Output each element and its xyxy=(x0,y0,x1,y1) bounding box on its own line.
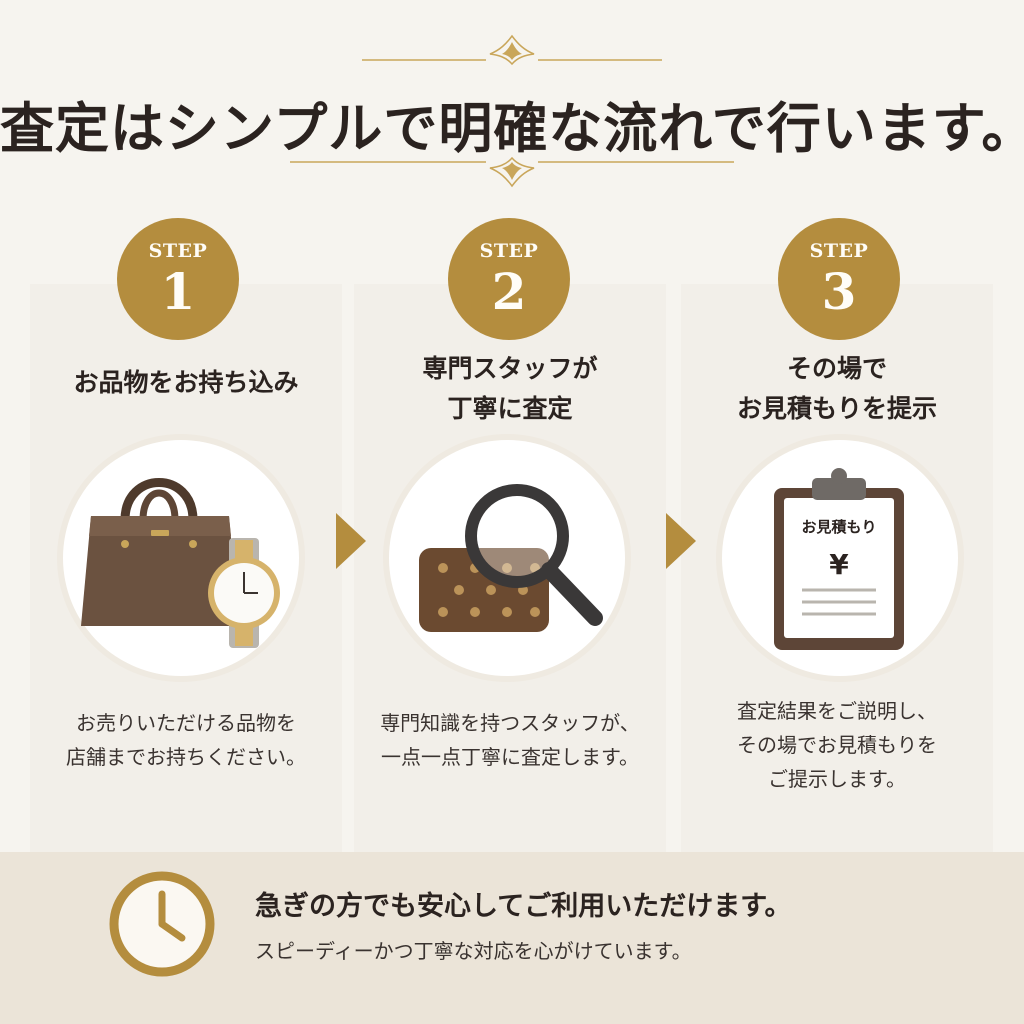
step-2-title-line: 丁寧に査定 xyxy=(447,394,573,423)
step-3-title: その場で お見積もりを提示 xyxy=(681,349,993,429)
ornament-bottom-icon xyxy=(290,156,734,188)
handbag-and-watch-icon xyxy=(81,478,280,648)
step-2-title: 専門スタッフが 丁寧に査定 xyxy=(354,349,666,429)
step-2-illustration xyxy=(389,440,625,676)
step-2-description: 専門知識を持つスタッフが、 一点一点丁寧に査定します。 xyxy=(354,706,666,774)
step-3-illustration: お見積もり ¥ xyxy=(722,440,958,676)
step-1-description: お売りいただける品物を 店舗までお持ちください。 xyxy=(30,706,342,774)
step-3-title-line: お見積もりを提示 xyxy=(736,394,937,423)
step-2-badge: STEP 2 xyxy=(448,218,570,340)
step-2-word: STEP xyxy=(479,240,539,262)
step-3-description: 査定結果をご説明し、 その場でお見積もりを ご提示します。 xyxy=(681,694,993,796)
banner-subtitle: スピーディーかつ丁寧な対応を心がけています。 xyxy=(255,939,692,963)
step-2-desc-line: 一点一点丁寧に査定します。 xyxy=(381,745,639,769)
arrow-right-icon xyxy=(336,513,366,569)
step-1-number: 1 xyxy=(160,262,196,321)
step-3-desc-line: 査定結果をご説明し、 xyxy=(737,699,937,723)
estimate-clipboard-icon: お見積もり ¥ xyxy=(774,468,904,650)
step-3-desc-line: その場でお見積もりを xyxy=(737,733,937,757)
banner-title: 急ぎの方でも安心してご利用いただけます。 xyxy=(255,891,792,922)
step-1-desc-line: 店舗までお持ちください。 xyxy=(66,745,306,769)
step-1-illustration xyxy=(63,440,299,676)
page-title: 査定はシンプルで明確な流れで行います。 xyxy=(0,96,1024,160)
step-2-title-line: 専門スタッフが xyxy=(422,354,598,383)
step-1-badge: STEP 1 xyxy=(117,218,239,340)
step-3-number: 3 xyxy=(821,262,857,321)
clock-icon xyxy=(109,871,215,977)
step-1-word: STEP xyxy=(148,240,208,262)
step-3-word: STEP xyxy=(809,240,869,262)
step-1-desc-line: お売りいただける品物を xyxy=(76,711,296,735)
step-2-desc-line: 専門知識を持つスタッフが、 xyxy=(380,711,640,735)
step-3-desc-line: ご提示します。 xyxy=(768,767,906,791)
header: 査定はシンプルで明確な流れで行います。 xyxy=(0,30,1024,200)
step-3-badge: STEP 3 xyxy=(778,218,900,340)
step-2-number: 2 xyxy=(491,262,527,321)
step-1-title: お品物をお持ち込み xyxy=(30,363,342,403)
clipboard-label: お見積もり xyxy=(801,518,876,536)
step-3-title-line: その場で xyxy=(786,354,887,383)
magnifier-and-wallet-icon xyxy=(419,484,603,632)
yen-symbol: ¥ xyxy=(829,548,849,581)
arrow-right-icon xyxy=(666,513,696,569)
step-1-title-line: お品物をお持ち込み xyxy=(73,368,299,397)
ornament-top-icon xyxy=(362,34,662,66)
